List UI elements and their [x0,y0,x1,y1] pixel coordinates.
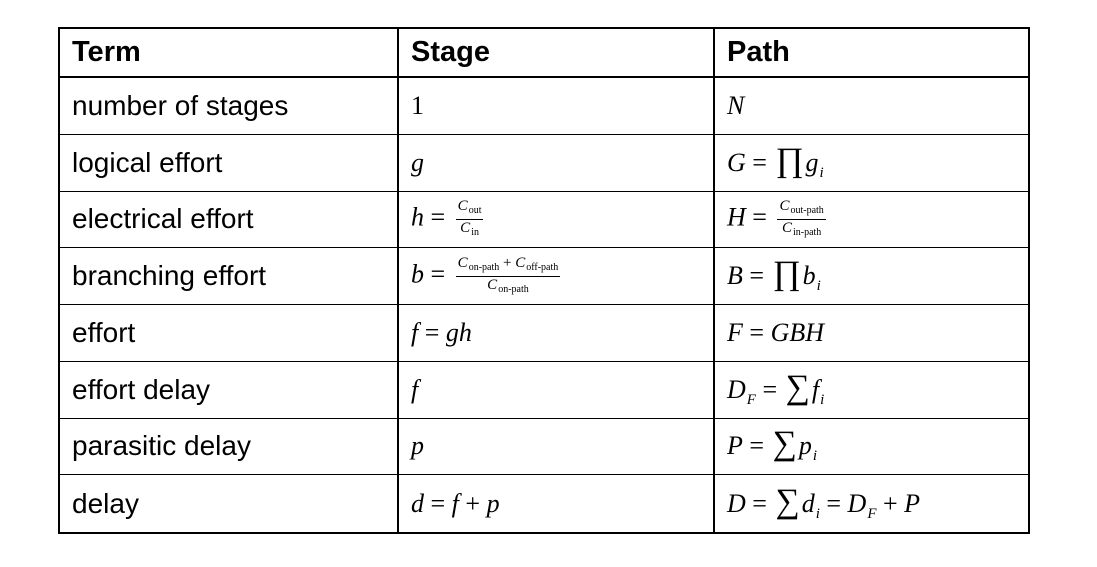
stage-number-of-stages: 1 [399,78,715,135]
path-number-of-stages: N [715,78,1028,135]
path-effort-delay: DF = ∑fi [715,362,1028,419]
term-branching-effort: branching effort [60,248,399,305]
term-effort-delay: effort delay [60,361,399,419]
header-stage: Stage [399,29,715,78]
term-number-of-stages: number of stages [60,78,399,135]
term-delay: delay [60,475,399,532]
header-term: Term [60,29,399,78]
path-parasitic-delay: P = ∑pi [715,419,1028,476]
term-logical-effort: logical effort [60,134,399,192]
effort-table: Term Stage Path number of stages 1 N log… [58,27,1030,534]
stage-effort: f = gh [399,305,715,362]
term-parasitic-delay: parasitic delay [60,418,399,476]
stage-parasitic-delay: p [399,418,715,476]
path-branching-effort: B = ∏bi [715,248,1028,305]
header-path: Path [715,29,1028,78]
term-electrical-effort: electrical effort [60,191,399,249]
path-effort: F = GBH [715,305,1028,362]
path-logical-effort: G = ∏gi [715,135,1028,192]
stage-delay: d = f + p [399,475,715,532]
stage-logical-effort: g [399,134,715,192]
path-delay: D = ∑di = DF + P [727,482,921,522]
stage-effort-delay: f [399,361,715,419]
term-effort: effort [60,305,399,362]
